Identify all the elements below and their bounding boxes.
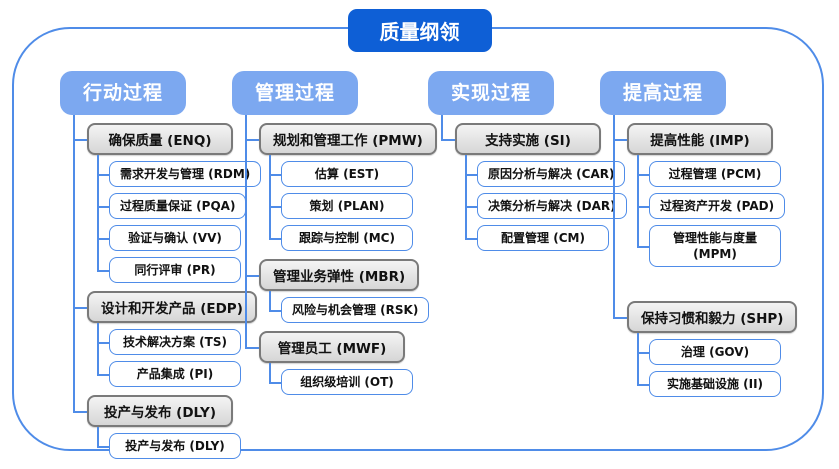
process-group-box: 提高性能 (IMP) — [627, 123, 773, 155]
process-group: 支持实施 (SI) 原因分析与解决 (CAR) 决策分析与解决 (DAR) 配置管理 … — [441, 115, 627, 251]
process-group-box: 支持实施 (SI) — [455, 123, 601, 155]
column-header: 实现过程 — [428, 71, 554, 115]
column-groups: 支持实施 (SI) 原因分析与解决 (CAR) 决策分析与解决 (DAR) 配置管理 … — [441, 115, 627, 251]
group-box-row: 保持习惯和毅力 (SHP) — [613, 293, 798, 333]
process-item-box: 治理 (GOV) — [649, 339, 781, 365]
process-group: 管理员工 (MWF) 组织级培训 (OT) — [245, 323, 437, 395]
group-children: 需求开发与管理 (RDM) 过程质量保证 (PQA) 验证与确认 (VV) 同行评审 … — [97, 155, 262, 283]
process-group: 规划和管理工作 (PMW) 估算 (EST) 策划 (PLAN) 跟踪与控制 (MC) — [245, 115, 437, 251]
group-children: 技术解决方案 (TS) 产品集成 (PI) — [97, 323, 261, 387]
process-item-box: 管理性能与度量 (MPM) — [649, 225, 781, 267]
group-box-row: 管理员工 (MWF) — [245, 323, 437, 363]
process-item: 过程质量保证 (PQA) — [97, 187, 261, 219]
process-item-box: 验证与确认 (VV) — [109, 225, 241, 251]
process-item: 产品集成 (PI) — [97, 355, 261, 387]
process-group: 管理业务弹性 (MBR) 风险与机会管理 (RSK) — [245, 251, 437, 323]
column-groups: 提高性能 (IMP) 过程管理 (PCM) 过程资产开发 (PAD) 管理性能与度量 … — [613, 115, 798, 397]
process-item: 跟踪与控制 (MC) — [269, 219, 437, 251]
process-group-box: 规划和管理工作 (PMW) — [259, 123, 437, 155]
process-item: 估算 (EST) — [269, 155, 437, 187]
process-item-box: 决策分析与解决 (DAR) — [477, 193, 627, 219]
process-group: 保持习惯和毅力 (SHP) 治理 (GOV) 实施基础设施 (II) — [613, 267, 798, 397]
process-item-box: 需求开发与管理 (RDM) — [109, 161, 262, 187]
group-box-row: 支持实施 (SI) — [441, 115, 627, 155]
process-item: 管理性能与度量 (MPM) — [637, 219, 797, 267]
process-group: 设计和开发产品 (EDP) 技术解决方案 (TS) 产品集成 (PI) — [73, 283, 261, 387]
process-item-box: 策划 (PLAN) — [281, 193, 413, 219]
process-item: 策划 (PLAN) — [269, 187, 437, 219]
process-group-box: 保持习惯和毅力 (SHP) — [627, 301, 798, 333]
process-item: 同行评审 (PR) — [97, 251, 261, 283]
group-children: 估算 (EST) 策划 (PLAN) 跟踪与控制 (MC) — [269, 155, 437, 251]
group-children: 投产与发布 (DLY) — [97, 427, 261, 459]
process-group-box: 管理业务弹性 (MBR) — [259, 259, 420, 291]
diagram-title: 质量纲领 — [347, 9, 492, 52]
group-children: 治理 (GOV) 实施基础设施 (II) — [637, 333, 797, 397]
process-item: 原因分析与解决 (CAR) — [465, 155, 627, 187]
column-groups: 确保质量 (ENQ) 需求开发与管理 (RDM) 过程质量保证 (PQA) 验证与确认… — [73, 115, 262, 459]
process-group: 投产与发布 (DLY) 投产与发布 (DLY) — [73, 387, 261, 459]
process-group-box: 投产与发布 (DLY) — [87, 395, 233, 427]
column-header: 行动过程 — [60, 71, 186, 115]
process-item: 风险与机会管理 (RSK) — [269, 291, 437, 323]
group-children: 风险与机会管理 (RSK) — [269, 291, 437, 323]
process-column: 管理过程规划和管理工作 (PMW) 估算 (EST) 策划 (PLAN) 跟踪与控制 … — [232, 71, 437, 395]
process-item-box: 估算 (EST) — [281, 161, 413, 187]
process-group-box: 确保质量 (ENQ) — [87, 123, 233, 155]
process-item-box: 配置管理 (CM) — [477, 225, 609, 251]
process-item: 需求开发与管理 (RDM) — [97, 155, 262, 187]
process-item-box: 产品集成 (PI) — [109, 361, 241, 387]
group-children: 组织级培训 (OT) — [269, 363, 437, 395]
process-item-box: 风险与机会管理 (RSK) — [281, 297, 430, 323]
group-children: 过程管理 (PCM) 过程资产开发 (PAD) 管理性能与度量 (MPM) — [637, 155, 797, 267]
group-box-row: 设计和开发产品 (EDP) — [73, 283, 261, 323]
process-item: 技术解决方案 (TS) — [97, 323, 261, 355]
process-column: 行动过程确保质量 (ENQ) 需求开发与管理 (RDM) 过程质量保证 (PQA) 验… — [60, 71, 262, 459]
process-item-box: 投产与发布 (DLY) — [109, 433, 241, 459]
process-item: 治理 (GOV) — [637, 333, 797, 365]
process-group-box: 管理员工 (MWF) — [259, 331, 405, 363]
group-box-row: 管理业务弹性 (MBR) — [245, 251, 437, 291]
process-column: 提高过程提高性能 (IMP) 过程管理 (PCM) 过程资产开发 (PAD) 管理性能… — [600, 71, 798, 397]
process-item-box: 跟踪与控制 (MC) — [281, 225, 413, 251]
process-item-box: 过程质量保证 (PQA) — [109, 193, 247, 219]
process-item: 过程资产开发 (PAD) — [637, 187, 797, 219]
process-item: 验证与确认 (VV) — [97, 219, 261, 251]
process-item-box: 过程资产开发 (PAD) — [649, 193, 786, 219]
process-item: 投产与发布 (DLY) — [97, 427, 261, 459]
process-item-box: 技术解决方案 (TS) — [109, 329, 241, 355]
process-column: 实现过程支持实施 (SI) 原因分析与解决 (CAR) 决策分析与解决 (DAR) 配… — [428, 71, 627, 251]
process-item: 过程管理 (PCM) — [637, 155, 797, 187]
process-item-box: 原因分析与解决 (CAR) — [477, 161, 626, 187]
process-item-box: 同行评审 (PR) — [109, 257, 241, 283]
process-item: 决策分析与解决 (DAR) — [465, 187, 627, 219]
column-header: 管理过程 — [232, 71, 358, 115]
process-item-box: 实施基础设施 (II) — [649, 371, 781, 397]
column-header: 提高过程 — [600, 71, 726, 115]
process-group: 提高性能 (IMP) 过程管理 (PCM) 过程资产开发 (PAD) 管理性能与度量 … — [613, 115, 797, 267]
process-item-box: 过程管理 (PCM) — [649, 161, 781, 187]
process-group-box: 设计和开发产品 (EDP) — [87, 291, 257, 323]
process-item: 配置管理 (CM) — [465, 219, 627, 251]
column-groups: 规划和管理工作 (PMW) 估算 (EST) 策划 (PLAN) 跟踪与控制 (MC)… — [245, 115, 437, 395]
process-group: 确保质量 (ENQ) 需求开发与管理 (RDM) 过程质量保证 (PQA) 验证与确认… — [73, 115, 262, 283]
process-item: 组织级培训 (OT) — [269, 363, 437, 395]
process-item-box: 组织级培训 (OT) — [281, 369, 413, 395]
group-box-row: 提高性能 (IMP) — [613, 115, 797, 155]
group-box-row: 规划和管理工作 (PMW) — [245, 115, 437, 155]
group-box-row: 投产与发布 (DLY) — [73, 387, 261, 427]
group-box-row: 确保质量 (ENQ) — [73, 115, 261, 155]
process-item: 实施基础设施 (II) — [637, 365, 797, 397]
group-children: 原因分析与解决 (CAR) 决策分析与解决 (DAR) 配置管理 (CM) — [465, 155, 627, 251]
